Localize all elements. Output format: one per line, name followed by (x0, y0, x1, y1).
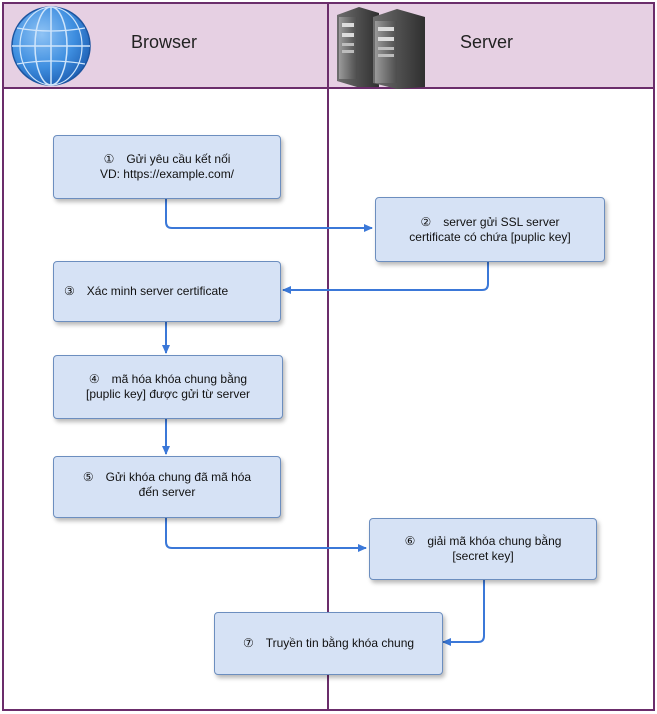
server-lane-title: Server (460, 32, 514, 52)
connector-6-to-7 (442, 578, 485, 646)
connector-2-to-3 (282, 260, 489, 294)
connector-5-to-6 (165, 518, 367, 552)
server-rack-icon (337, 7, 425, 89)
globe-icon (11, 6, 91, 86)
step-2-line-2: certificate có chứa [puplic key] (409, 229, 571, 244)
step-1-line-2: VD: https://example.com/ (99, 167, 235, 181)
browser-lane-title: Browser (131, 32, 198, 52)
step-6-line-2: [secret key] (452, 549, 514, 563)
step-4-line-2: [puplic key] được gửi từ server (85, 387, 251, 401)
step-7-number: ⑦ (242, 636, 254, 650)
step-4-number: ④ (88, 372, 100, 386)
step-5-line-2: đến server (138, 485, 196, 499)
step-2-number: ② (420, 214, 432, 229)
step-1-number: ① (103, 152, 115, 166)
step-3-number: ③ (64, 284, 75, 298)
step-5-number: ⑤ (82, 470, 94, 484)
connector-1-to-2 (165, 197, 373, 232)
step-6-number: ⑥ (404, 534, 416, 548)
